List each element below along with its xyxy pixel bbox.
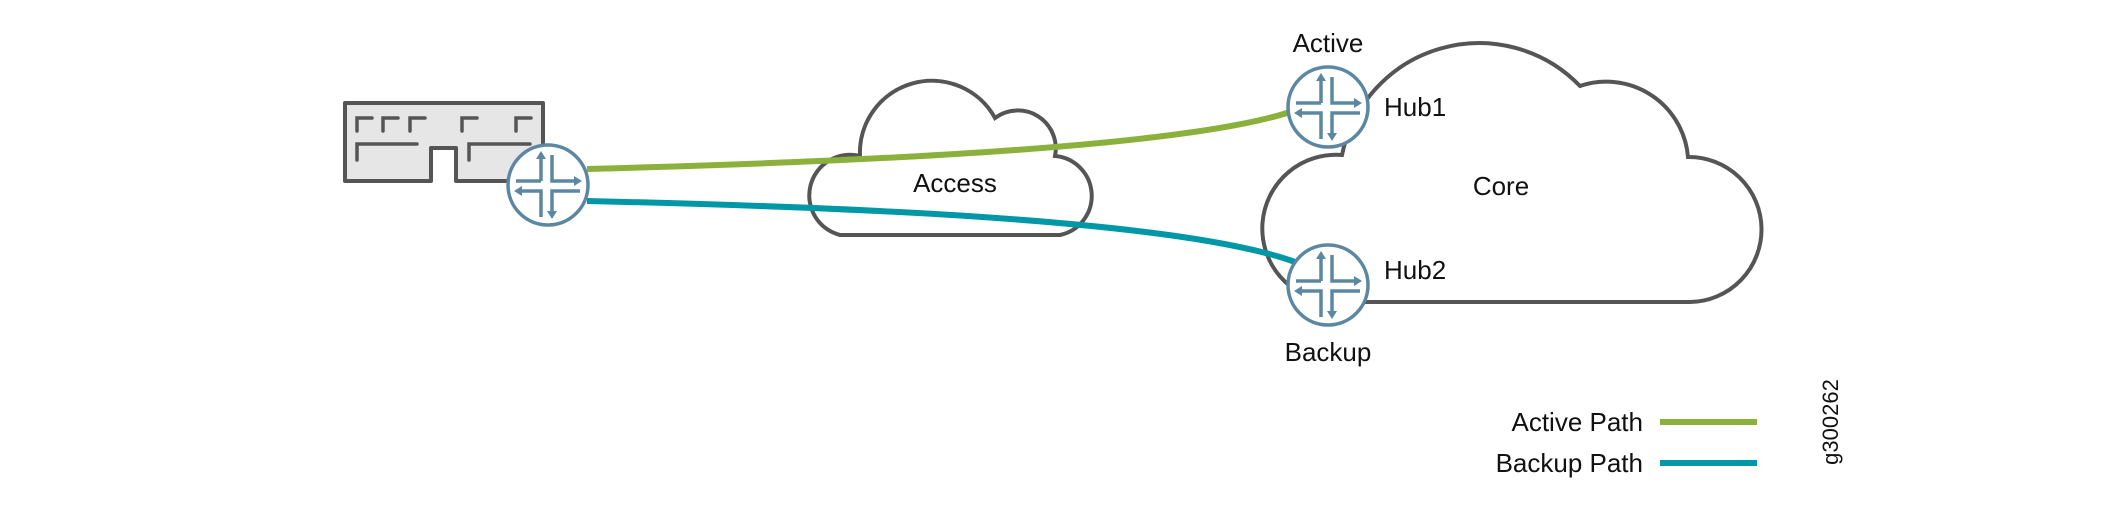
access-cloud-label: Access	[913, 168, 997, 198]
legend-active-label: Active Path	[1511, 407, 1643, 437]
arrow-right-icon	[1330, 77, 1358, 105]
hub2-label: Hub2	[1384, 255, 1446, 285]
arrow-right-icon	[550, 155, 578, 183]
legend-item-active: Active Path	[1511, 407, 1757, 437]
arrow-left-head	[1294, 108, 1302, 118]
figure-id: g300262	[1818, 379, 1843, 465]
arrow-right-icon	[1330, 255, 1358, 283]
access-cloud: Access	[807, 78, 1094, 237]
hub1-label: Hub1	[1384, 92, 1446, 122]
hub2-router-icon[interactable]	[1286, 243, 1370, 327]
access-cloud-outline	[807, 78, 1094, 237]
arrow-right-head	[574, 176, 582, 186]
arrow-left-icon	[1298, 289, 1323, 317]
hub1-router-icon[interactable]	[1286, 65, 1370, 149]
backup-path-line	[586, 198, 1297, 265]
hub1-role-label: Active	[1293, 28, 1364, 58]
arrow-down-icon	[1330, 289, 1360, 315]
arrow-left-icon	[518, 189, 543, 217]
arrow-left-icon	[1298, 111, 1323, 139]
core-cloud-label: Core	[1473, 171, 1529, 201]
hub2-role-label: Backup	[1285, 337, 1372, 367]
core-cloud: Core	[1260, 41, 1764, 304]
router-circle	[1286, 243, 1370, 327]
arrow-down-icon	[550, 189, 580, 215]
core-cloud-outline	[1260, 41, 1764, 304]
arrow-right-head	[1354, 98, 1362, 108]
active-path-line	[586, 109, 1291, 172]
arrow-up-head	[1316, 73, 1326, 81]
router-circle	[506, 143, 590, 227]
arrow-left-head	[1294, 286, 1302, 296]
legend-item-backup: Backup Path	[1496, 448, 1757, 478]
arrow-down-icon	[1330, 111, 1360, 137]
legend-backup-label: Backup Path	[1496, 448, 1643, 478]
arrow-up-head	[1316, 251, 1326, 259]
arrow-left-head	[514, 186, 522, 196]
legend: Active Path Backup Path	[1496, 407, 1757, 478]
arrow-down-head	[547, 211, 557, 219]
arrow-down-head	[1327, 133, 1337, 141]
arrow-right-head	[1354, 276, 1362, 286]
router-circle	[1286, 65, 1370, 149]
site-router-icon[interactable]	[506, 143, 590, 227]
arrow-down-head	[1327, 311, 1337, 319]
arrow-up-head	[536, 151, 546, 159]
branch-building-icon	[343, 101, 545, 183]
